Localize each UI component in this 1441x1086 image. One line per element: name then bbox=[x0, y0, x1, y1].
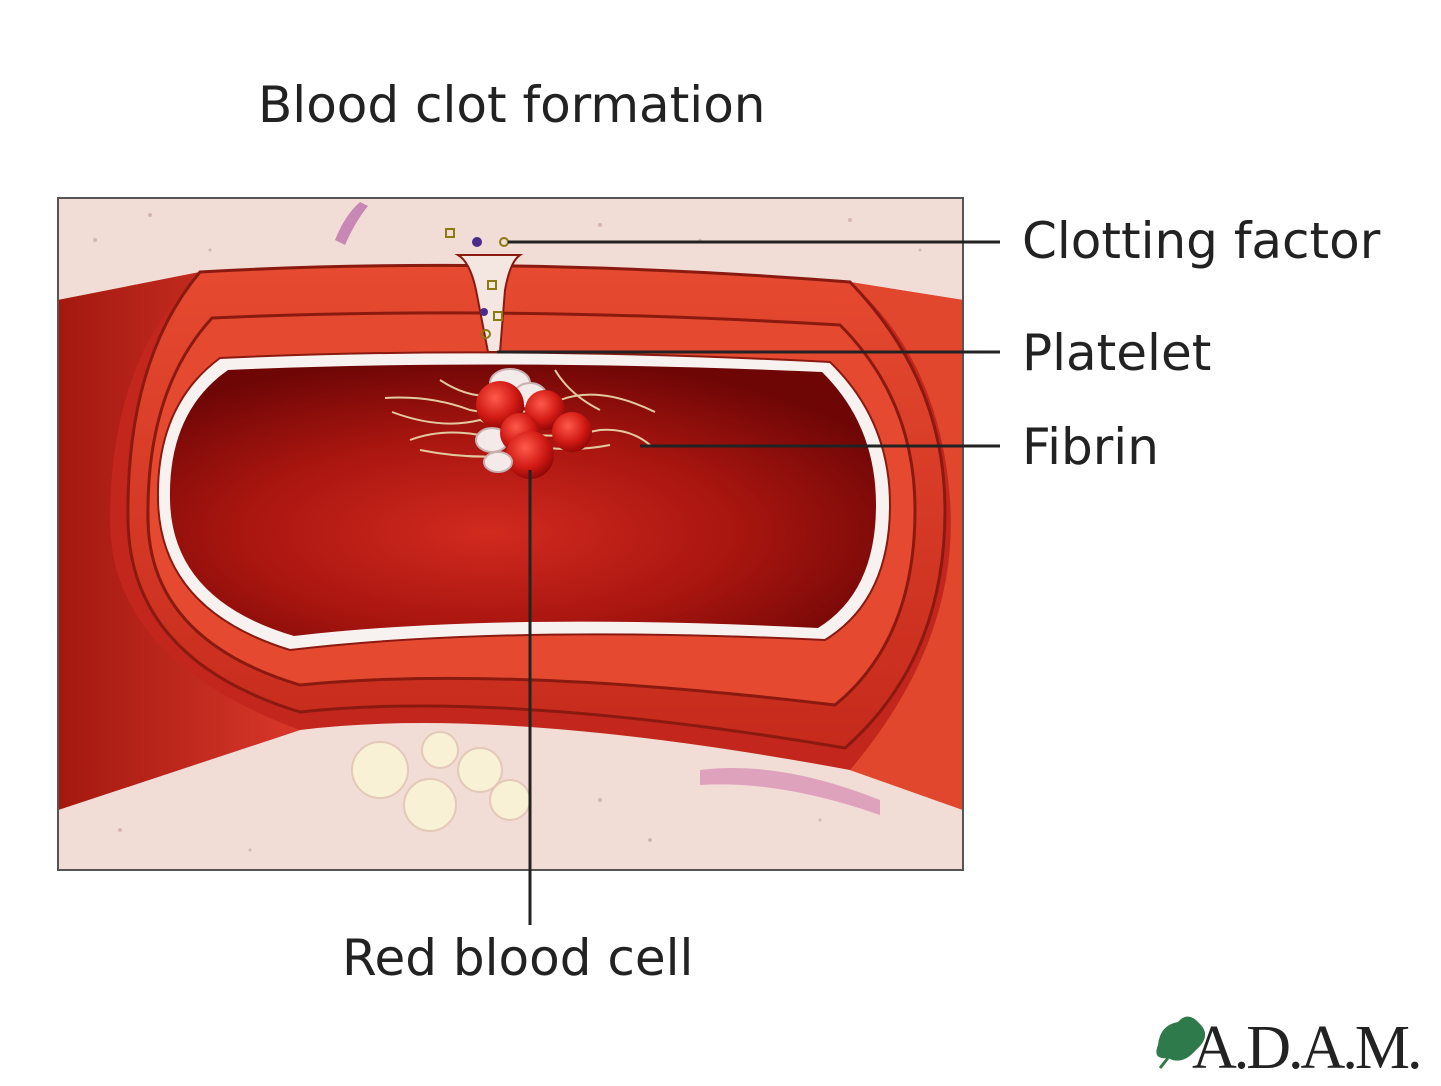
adam-logo: A.D.A.M. bbox=[1156, 1014, 1419, 1081]
label-red-blood-cell: Red blood cell bbox=[342, 929, 693, 987]
label-platelet: Platelet bbox=[1022, 324, 1211, 382]
vessel-illustration bbox=[58, 198, 963, 870]
adam-logo-text: A.D.A.M. bbox=[1192, 1014, 1419, 1081]
label-fibrin: Fibrin bbox=[1022, 418, 1159, 476]
diagram-title: Blood clot formation bbox=[258, 76, 765, 134]
label-clotting-factor: Clotting factor bbox=[1022, 212, 1381, 270]
